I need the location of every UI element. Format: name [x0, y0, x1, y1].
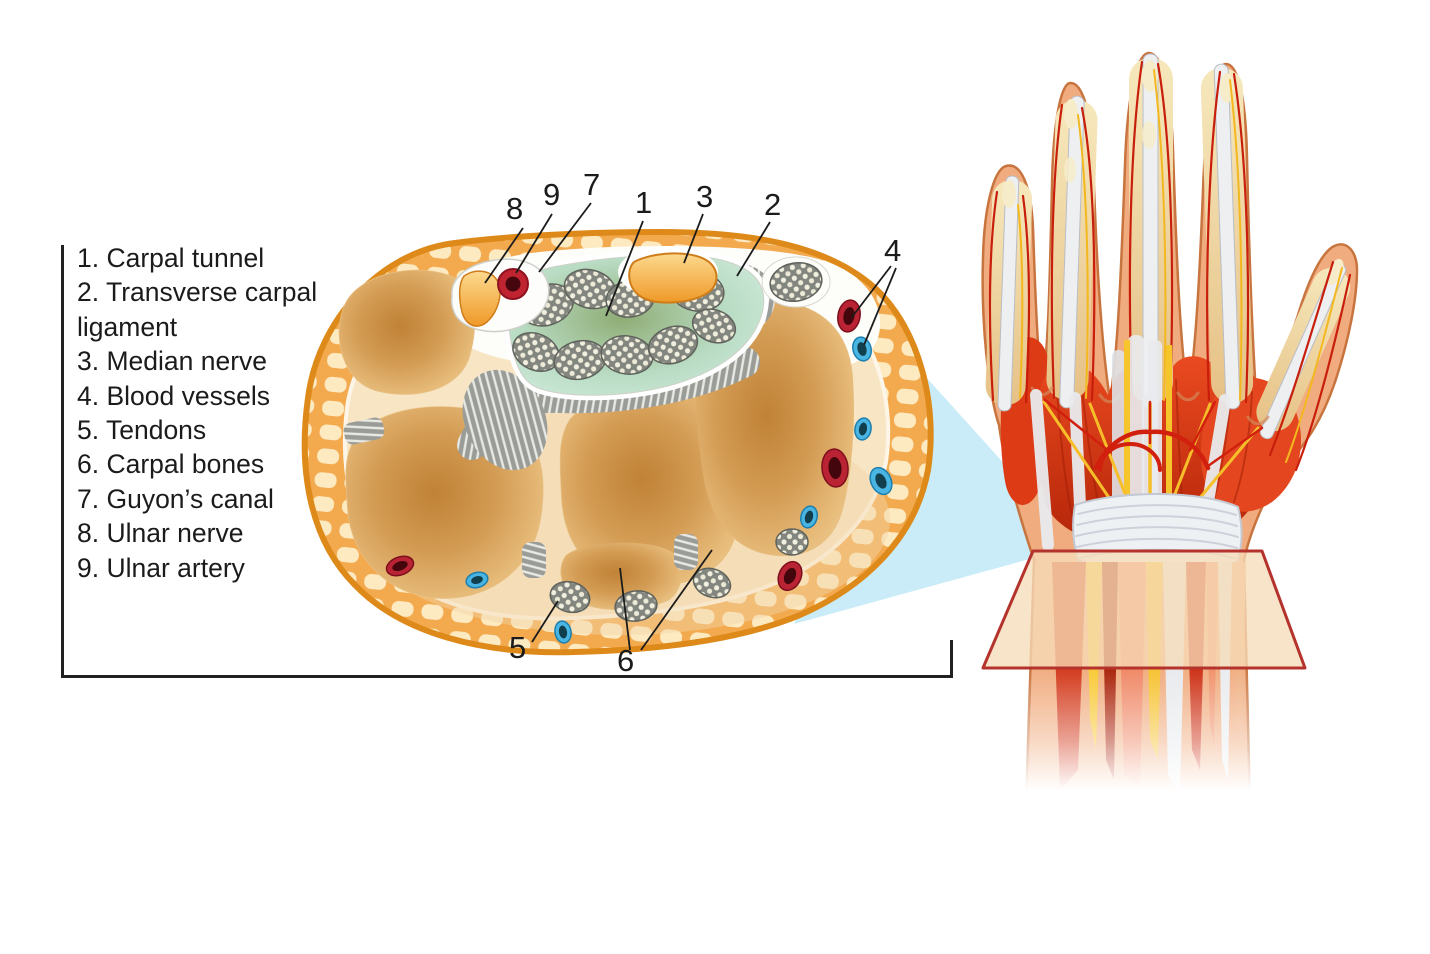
legend: 1. Carpal tunnel 2. Transverse carpal li… [77, 241, 329, 585]
legend-item-5: 5. Tendons [77, 415, 207, 446]
callout-2: 2 [764, 187, 782, 222]
artery [385, 555, 415, 577]
outside-tendon [761, 256, 831, 308]
leader-4b [863, 267, 897, 346]
leader-9 [515, 213, 553, 274]
section-plane [981, 549, 1307, 670]
artery [821, 448, 849, 488]
vein [854, 417, 872, 441]
legend-item-8: 8. Ulnar nerve [77, 518, 244, 549]
thumb [1256, 258, 1352, 472]
vein [554, 620, 572, 644]
legend-item-4: 4. Blood vessels [77, 380, 270, 411]
finger-index [1200, 63, 1254, 410]
hand-illustration [981, 51, 1380, 840]
bracket-left-line [61, 245, 64, 678]
legend-item-9: 9. Ulnar artery [77, 552, 245, 583]
vein [465, 571, 489, 589]
leader-lines [484, 202, 897, 651]
leader-1 [605, 220, 644, 317]
callout-5: 5 [509, 630, 527, 665]
legend-item-7: 7. Guyon’s canal [77, 483, 274, 514]
bracket-bottom-line [61, 675, 953, 678]
leader-8 [484, 227, 524, 284]
leader-3 [683, 213, 704, 264]
callout-1: 1 [635, 185, 653, 220]
finger-bone-tip [1002, 180, 1016, 208]
leader-4a [851, 265, 892, 318]
finger-bone-tip [1142, 60, 1158, 92]
leader-5 [531, 600, 559, 643]
callout-6: 6 [617, 643, 635, 678]
finger-little [985, 175, 1033, 412]
legend-item-1: 1. Carpal tunnel [77, 243, 265, 273]
bottom-tendons [549, 528, 809, 622]
median-nerve-shape [628, 252, 718, 304]
callout-8: 8 [506, 191, 524, 226]
callout-9: 9 [543, 177, 561, 212]
legend-item-3: 3. Median nerve [77, 346, 268, 377]
leader-6b [640, 549, 713, 651]
vein [800, 505, 818, 529]
finger-ring [1046, 95, 1098, 409]
legend-item-2: 2. Transverse carpal ligament [77, 277, 318, 342]
leader-7 [538, 202, 592, 273]
callout-4: 4 [884, 233, 902, 268]
callout-7: 7 [583, 167, 601, 202]
leader-6a [619, 567, 631, 651]
blood-vessels [385, 299, 893, 644]
callout-3: 3 [696, 179, 714, 214]
legend-item-6: 6. Carpal bones [77, 449, 265, 480]
bracket-right-tick [950, 640, 953, 678]
artery [837, 299, 861, 333]
palmar-artery-arch [1043, 398, 1264, 472]
leader-2 [736, 221, 771, 277]
vein [869, 466, 893, 496]
guyons-canal [450, 258, 550, 333]
cross-section-illustration [301, 229, 934, 656]
artery [777, 560, 803, 592]
vein [852, 336, 872, 362]
median-nerve [618, 246, 718, 304]
forearm-fade [1000, 640, 1380, 840]
interosseous-ligaments [343, 417, 698, 578]
finger-bone-tip [1064, 99, 1078, 129]
